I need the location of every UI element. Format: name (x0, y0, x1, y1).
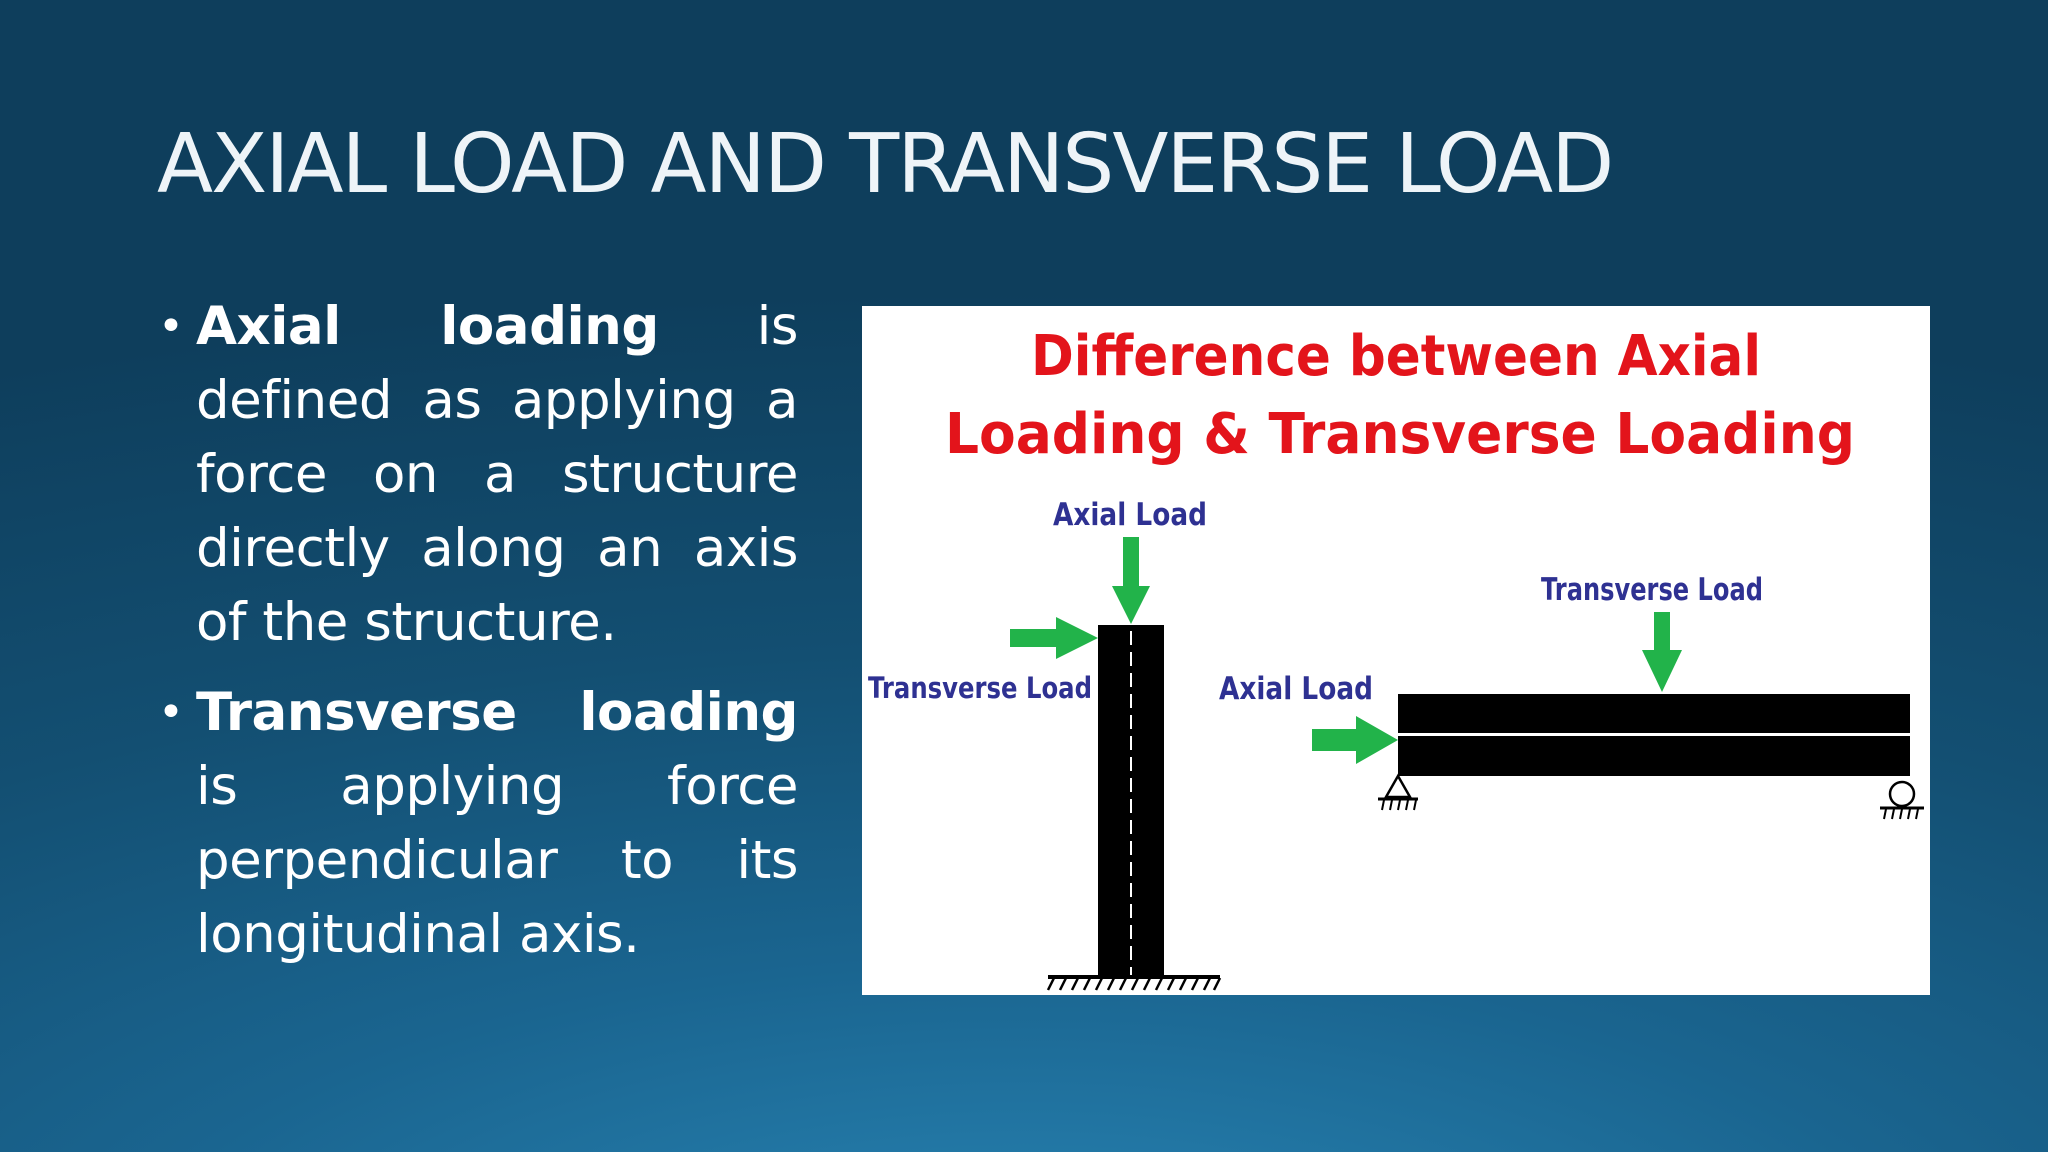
beam-transverse-load-label: Transverse Load (1541, 572, 1763, 608)
beam-transverse-load-arrow-icon (1642, 612, 1682, 692)
diagram-heading-line1: Difference between Axial (1031, 324, 1761, 389)
column-axial-load-label: Axial Load (1053, 497, 1207, 533)
beam-member-lower (1398, 736, 1910, 776)
column-transverse-load-label: Transverse Load (868, 671, 1092, 705)
bullet-transverse-loading: •Transverse loading is applying force pe… (158, 676, 799, 972)
bullet-dot-icon: • (158, 301, 184, 352)
loading-diagram: Difference between Axial Loading & Trans… (862, 306, 1930, 995)
roller-support-icon (1880, 780, 1924, 820)
beam-axial-load-arrow-icon (1312, 716, 1398, 764)
pin-support-icon (1378, 773, 1418, 811)
slide-title: AXIAL LOAD AND TRANSVERSE LOAD (157, 117, 1614, 212)
bullet-term: Axial loading (196, 296, 659, 357)
bullet-text: is defined as applying a force on a stru… (196, 296, 799, 653)
beam-axial-load-label: Axial Load (1219, 671, 1373, 707)
beam-member-upper (1398, 694, 1910, 733)
bullet-axial-loading: •Axial loading is defined as applying a … (158, 290, 799, 660)
column-axial-load-arrow-icon (1112, 537, 1150, 624)
bullet-text: is applying force perpendicular to its l… (196, 756, 799, 965)
fixed-support-icon (1046, 975, 1222, 991)
bullet-list: •Axial loading is defined as applying a … (158, 290, 799, 988)
column-transverse-load-arrow-icon (1010, 617, 1098, 659)
bullet-term: Transverse loading (196, 682, 799, 743)
bullet-dot-icon: • (158, 687, 184, 738)
diagram-heading-line2: Loading & Transverse Loading (945, 402, 1855, 467)
loading-diagram-svg: Difference between Axial Loading & Trans… (862, 306, 1930, 995)
diagram-background (862, 306, 1930, 995)
